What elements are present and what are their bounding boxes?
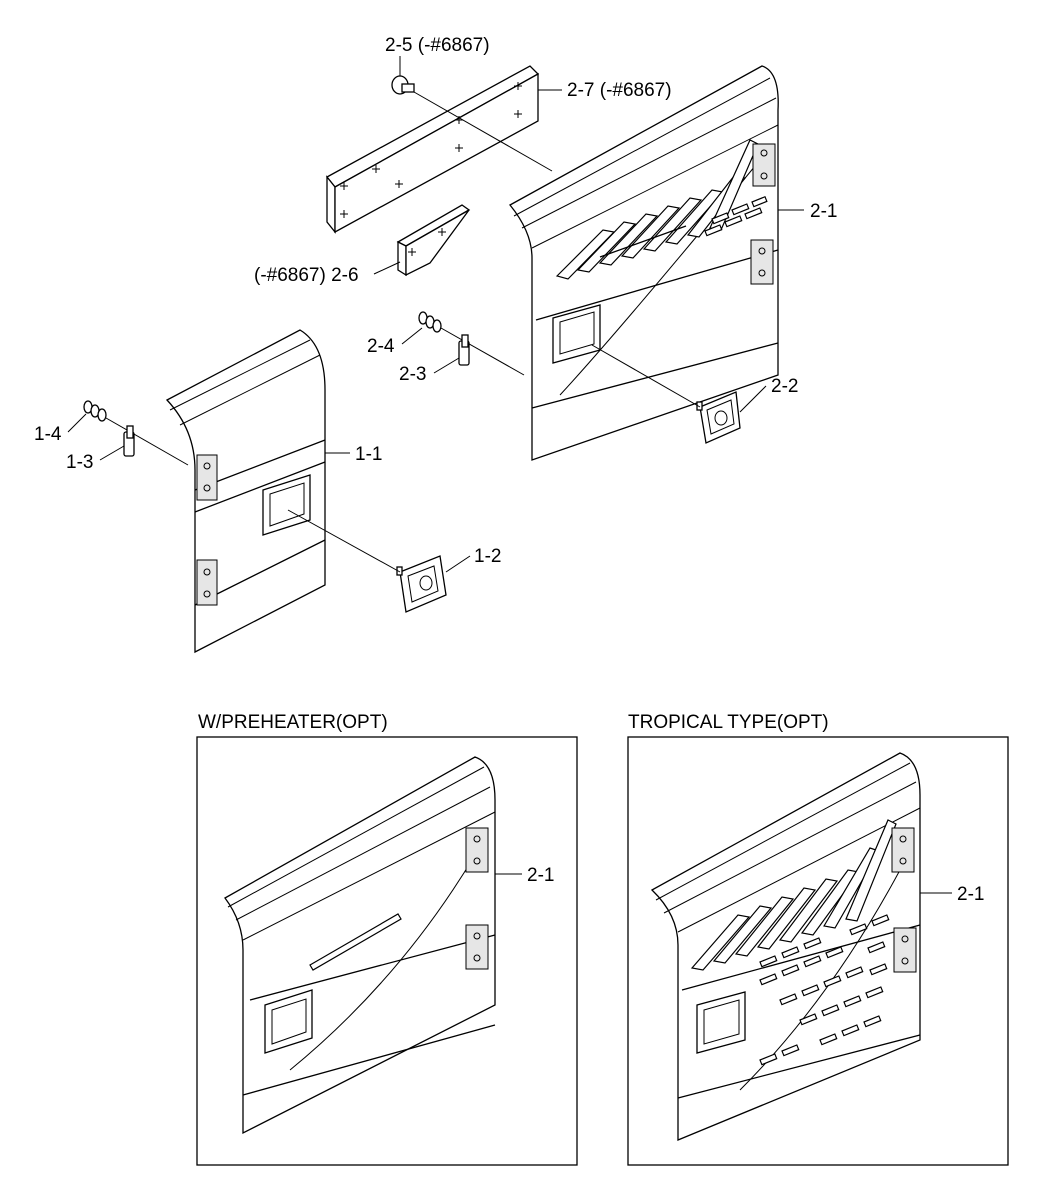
callout-2-5: 2-5 (-#6867) (385, 35, 490, 56)
clip-1-3 (123, 425, 135, 457)
leader-lines (67, 56, 804, 573)
callout-2-6: (-#6867) 2-6 (254, 265, 359, 286)
clip-2-3 (458, 334, 470, 366)
callout-2-4: 2-4 (367, 336, 395, 357)
callout-1-1: 1-1 (355, 444, 382, 465)
inset-tropical: TROPICAL TYPE(OPT) (627, 712, 1009, 1166)
inset-preheater-title: W/PREHEATER(OPT) (198, 712, 388, 733)
callout-2-1: 2-1 (810, 201, 837, 222)
plate-2-7 (326, 65, 540, 234)
callout-2-2: 2-2 (771, 376, 798, 397)
callout-2-7: 2-7 (-#6867) (567, 80, 672, 101)
panel-2-1 (509, 65, 779, 461)
callout-1-2: 1-2 (474, 546, 501, 567)
bolt-2-4 (418, 311, 525, 376)
latch-1-2 (287, 509, 447, 613)
inset-preheater-callout: 2-1 (527, 865, 554, 886)
callout-1-4: 1-4 (34, 424, 62, 445)
panel-1-1 (165, 329, 326, 654)
callout-1-3: 1-3 (66, 452, 93, 473)
latch-2-2 (591, 344, 741, 444)
inset-tropical-callout: 2-1 (957, 884, 984, 905)
bolt-1-4 (83, 400, 189, 466)
inset-preheater: W/PREHEATER(OPT) 2-1 (196, 712, 578, 1166)
callout-2-3: 2-3 (399, 364, 426, 385)
block-2-6 (396, 204, 471, 277)
inset-tropical-title: TROPICAL TYPE(OPT) (628, 712, 829, 733)
